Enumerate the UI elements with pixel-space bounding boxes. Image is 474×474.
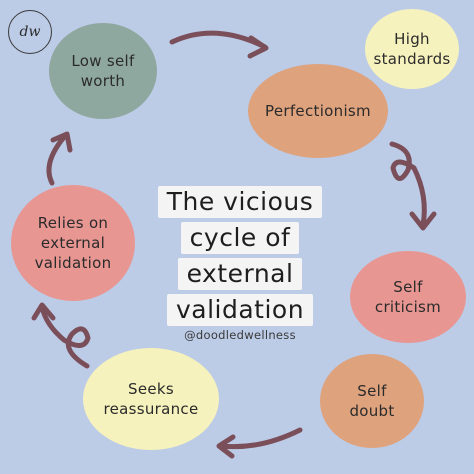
seeks-reassurance-blob xyxy=(83,348,219,450)
arrow-bottom-left xyxy=(39,304,91,369)
arrow-bottom xyxy=(218,427,303,450)
arrow-left xyxy=(46,133,68,186)
relies-on-validation-blob xyxy=(11,185,135,301)
low-self-worth-blob xyxy=(49,23,157,119)
self-criticism-blob xyxy=(350,251,466,343)
high-standards-blob xyxy=(365,9,459,89)
diagram-title: The vicious cycle of external validation xyxy=(140,184,340,328)
arrow-bottom-head xyxy=(216,434,236,459)
self-doubt-blob xyxy=(320,354,424,448)
title-line-4: validation xyxy=(166,294,314,326)
node-seeks-reassurance: Seeks reassurance xyxy=(103,380,199,418)
brand-logo: dw xyxy=(8,10,52,54)
arrow-left-head xyxy=(50,131,73,153)
node-low-self-worth: Low self worth xyxy=(71,52,135,90)
arrow-top-head xyxy=(247,35,269,59)
title-line-2: cycle of xyxy=(180,222,300,254)
node-perfectionism: Perfectionism xyxy=(265,102,371,120)
node-self-criticism: Self criticism xyxy=(374,278,442,316)
node-high-standards: High standards xyxy=(373,30,451,68)
arrow-right xyxy=(389,141,427,228)
perfectionism-blob xyxy=(248,64,388,158)
title-line-3: external xyxy=(177,258,303,290)
node-self-doubt: Self doubt xyxy=(349,382,395,420)
arrow-right-head xyxy=(409,211,437,231)
node-relies-on-validation: Relies on external validation xyxy=(34,214,112,272)
title-line-1: The vicious xyxy=(157,186,323,218)
social-handle: @doodledwellness xyxy=(184,328,296,342)
arrow-bottom-left-head xyxy=(31,302,56,321)
